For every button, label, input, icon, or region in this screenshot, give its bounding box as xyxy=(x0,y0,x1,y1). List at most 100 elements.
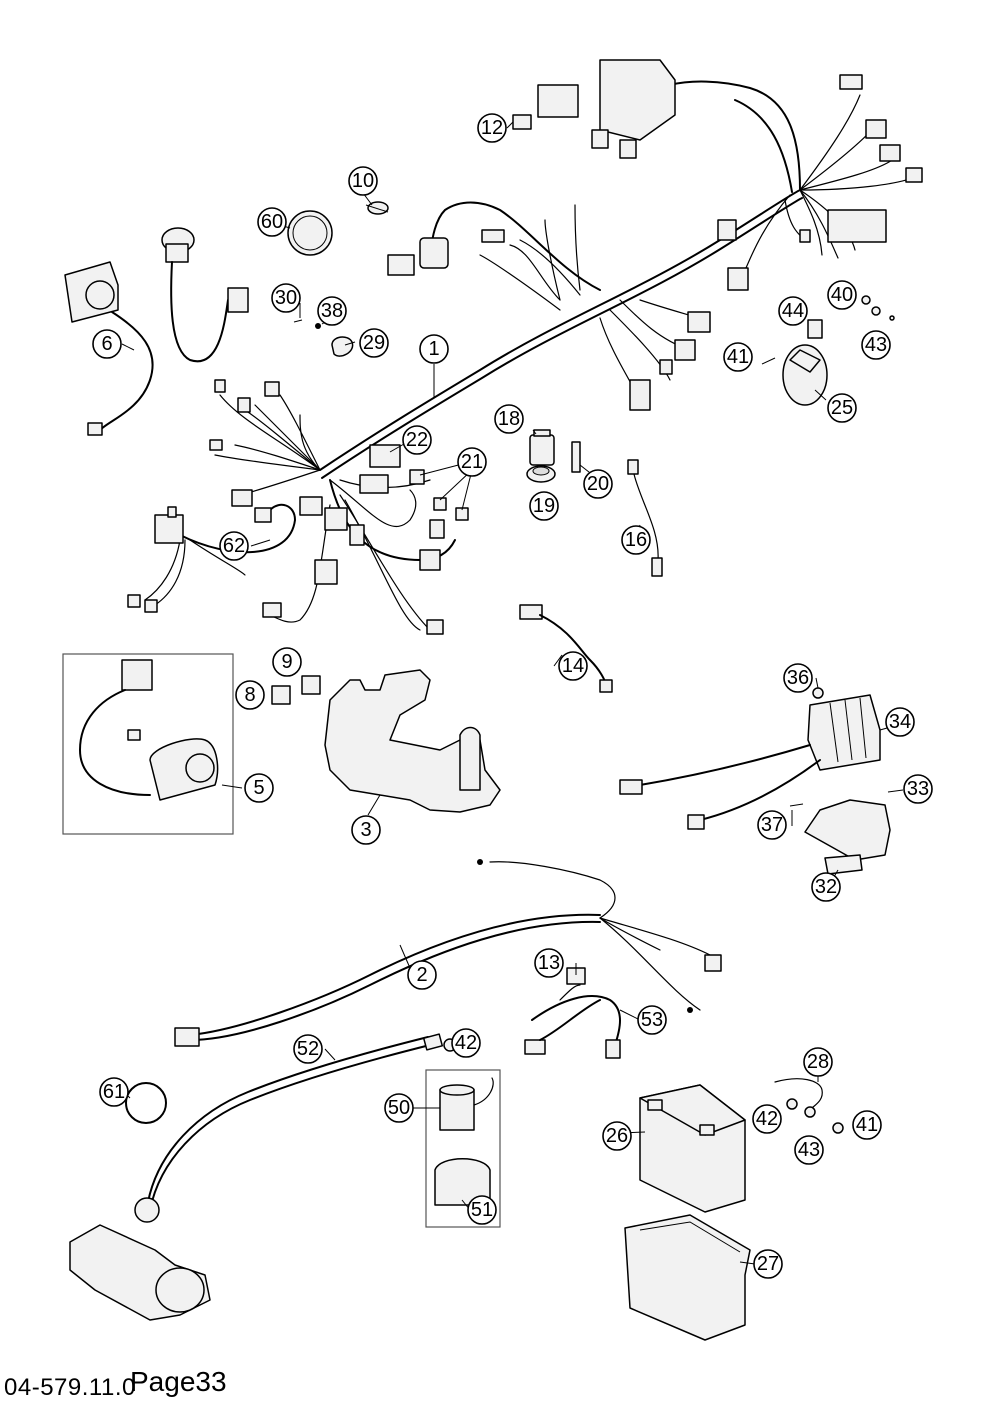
svg-text:16: 16 xyxy=(625,529,647,551)
switch-16 xyxy=(627,459,663,577)
svg-text:22: 22 xyxy=(406,429,428,451)
callout-16: 16 xyxy=(621,525,651,555)
callout-14: 14 xyxy=(558,651,588,681)
hose-clamp-61 xyxy=(125,1082,167,1124)
callout-32: 32 xyxy=(811,872,841,902)
cable-28 xyxy=(774,1078,823,1109)
callout-52: 52 xyxy=(293,1034,323,1064)
svg-text:26: 26 xyxy=(606,1125,628,1147)
svg-text:42: 42 xyxy=(756,1108,778,1130)
switch-62 xyxy=(127,506,184,613)
nut-36 xyxy=(812,687,824,699)
callout-61: 61 xyxy=(99,1077,129,1107)
svg-text:25: 25 xyxy=(831,397,853,419)
battery-26 xyxy=(639,1084,746,1213)
svg-text:8: 8 xyxy=(244,684,255,706)
svg-text:41: 41 xyxy=(856,1114,878,1136)
callout-20: 20 xyxy=(583,469,613,499)
washer-43b xyxy=(804,1106,816,1118)
svg-text:34: 34 xyxy=(889,711,911,733)
callout-43-horn: 43 xyxy=(861,330,891,360)
regulator-34 xyxy=(619,694,881,830)
svg-text:41: 41 xyxy=(727,346,749,368)
svg-text:38: 38 xyxy=(321,300,343,322)
svg-text:21: 21 xyxy=(461,451,483,473)
svg-text:20: 20 xyxy=(587,473,609,495)
svg-text:14: 14 xyxy=(562,655,584,677)
callout-5: 5 xyxy=(244,773,274,803)
callout-13: 13 xyxy=(534,948,564,978)
svg-text:27: 27 xyxy=(757,1253,779,1275)
svg-text:9: 9 xyxy=(281,651,292,673)
callout-42-battery: 42 xyxy=(752,1104,782,1134)
bolt-41 xyxy=(761,357,776,365)
callout-2: 2 xyxy=(407,960,437,990)
bolt-40 xyxy=(861,295,871,305)
hose-clamp-60 xyxy=(287,210,333,256)
svg-text:19: 19 xyxy=(533,495,555,517)
callout-labels: 1 2 3 5 6 8 9 10 12 13 14 16 18 19 20 21… xyxy=(92,113,933,1279)
svg-text:62: 62 xyxy=(223,535,245,557)
callout-36: 36 xyxy=(783,663,813,693)
svg-text:36: 36 xyxy=(787,667,809,689)
bulb-10 xyxy=(365,201,389,215)
svg-text:43: 43 xyxy=(798,1139,820,1161)
callout-1: 1 xyxy=(419,334,449,364)
callout-26: 26 xyxy=(602,1121,632,1151)
svg-text:13: 13 xyxy=(538,952,560,974)
svg-text:61: 61 xyxy=(103,1081,125,1103)
callout-18: 18 xyxy=(494,404,524,434)
frame-5 xyxy=(62,653,234,835)
callout-21: 21 xyxy=(457,447,487,477)
sensor-14 xyxy=(519,604,613,693)
small-hardware xyxy=(293,319,354,357)
bracket-44 xyxy=(807,319,823,339)
svg-text:3: 3 xyxy=(360,819,371,841)
svg-text:42: 42 xyxy=(455,1032,477,1054)
svg-text:51: 51 xyxy=(471,1199,493,1221)
callout-62: 62 xyxy=(219,531,249,561)
bracket-9 xyxy=(301,675,321,695)
callout-51: 51 xyxy=(467,1195,497,1225)
svg-text:12: 12 xyxy=(481,117,503,139)
nut-42b xyxy=(786,1098,798,1110)
callout-40: 40 xyxy=(827,280,857,310)
svg-text:29: 29 xyxy=(363,332,385,354)
callout-53: 53 xyxy=(637,1005,667,1035)
callout-25: 25 xyxy=(827,393,857,423)
handlebar-switch-5 xyxy=(79,659,219,801)
svg-text:18: 18 xyxy=(498,408,520,430)
svg-text:50: 50 xyxy=(388,1097,410,1119)
svg-text:5: 5 xyxy=(253,777,264,799)
bracket-33 xyxy=(804,799,891,861)
svg-text:2: 2 xyxy=(416,964,427,986)
cable-53 xyxy=(524,984,621,1059)
rubber-19 xyxy=(526,465,556,483)
callout-22: 22 xyxy=(402,425,432,455)
switch-6 xyxy=(64,261,154,436)
svg-text:53: 53 xyxy=(641,1009,663,1031)
callout-42-relay: 42 xyxy=(451,1028,481,1058)
page-label: Page33 xyxy=(130,1366,227,1397)
relay-8 xyxy=(271,685,291,705)
battery-box-27 xyxy=(624,1214,751,1341)
ignition-coil xyxy=(419,237,449,269)
svg-text:40: 40 xyxy=(831,284,853,306)
callout-10: 10 xyxy=(348,166,378,196)
callout-38: 38 xyxy=(317,296,347,326)
frame-50-51 xyxy=(425,1069,501,1228)
svg-text:28: 28 xyxy=(807,1051,829,1073)
callout-6: 6 xyxy=(92,329,122,359)
callout-8: 8 xyxy=(235,680,265,710)
callout-29: 29 xyxy=(359,328,389,358)
horn-25 xyxy=(782,344,828,406)
bolt-37 xyxy=(789,803,804,807)
sensor-cable xyxy=(161,227,249,363)
callout-12: 12 xyxy=(477,113,507,143)
svg-text:52: 52 xyxy=(297,1038,319,1060)
washer-43 xyxy=(871,306,881,316)
svg-text:10: 10 xyxy=(352,170,374,192)
rubber-51 xyxy=(434,1158,491,1206)
callout-41-battery: 41 xyxy=(852,1110,882,1140)
nut-43 xyxy=(889,315,895,321)
